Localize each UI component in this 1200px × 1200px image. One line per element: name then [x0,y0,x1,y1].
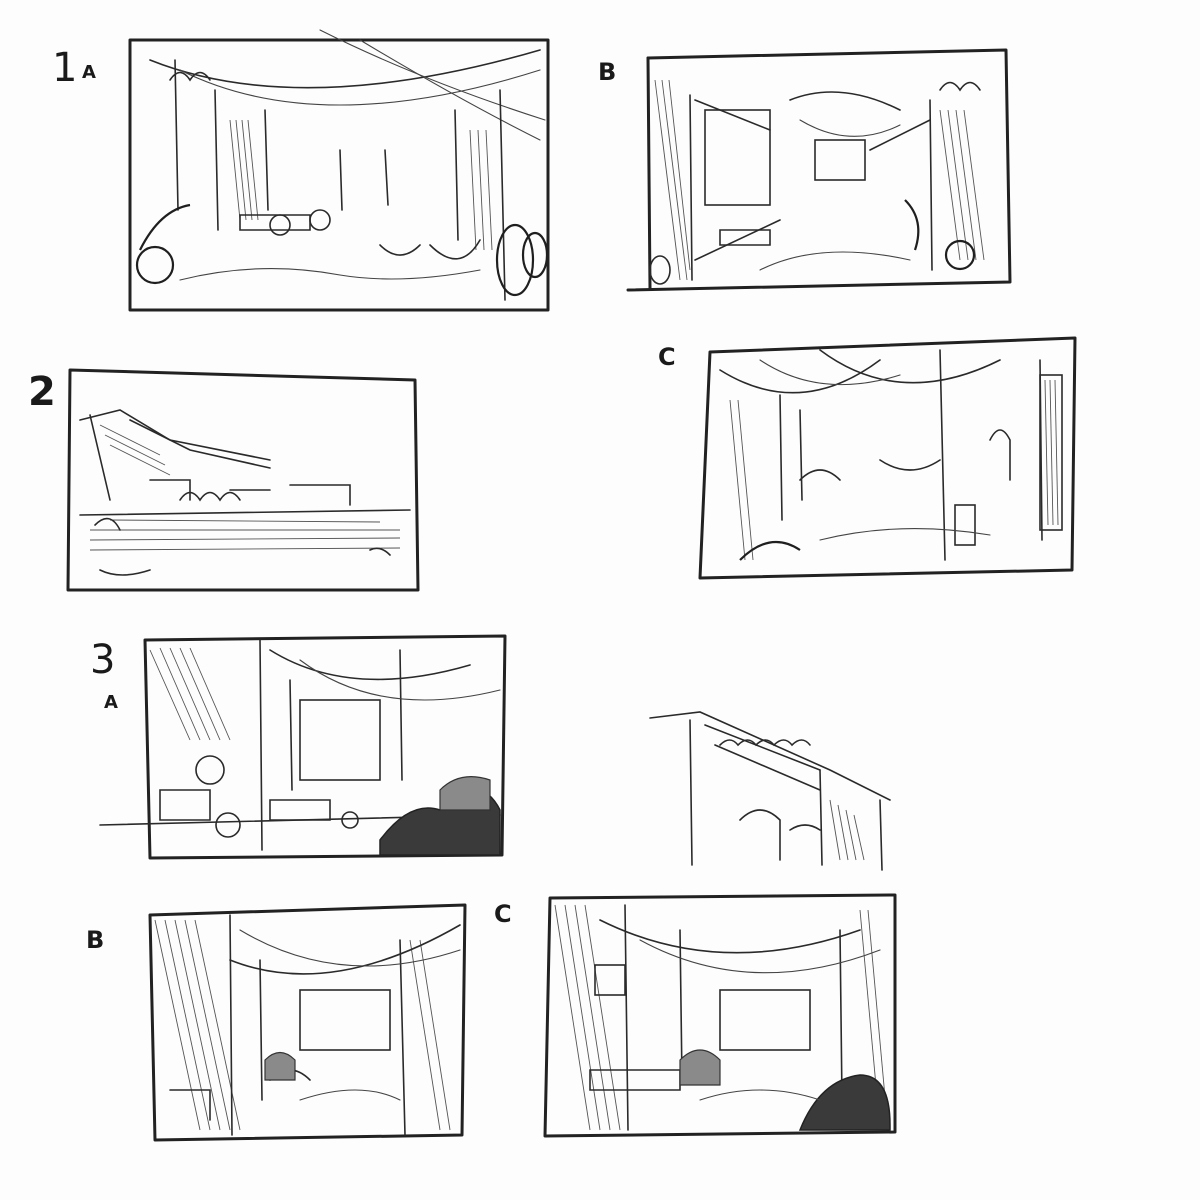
sketch-3-balcony [649,711,891,871]
sketch-2 [66,368,420,592]
sketch-1b [626,48,1012,292]
sketch-1a [128,29,550,312]
label-1: 1 [52,45,78,91]
label-1c: C [658,343,676,371]
label-3: 3 [90,637,116,683]
sketch-3b [148,903,467,1142]
label-3a: A [104,692,118,713]
label-3b: B [86,926,105,954]
label-3c: C [494,900,512,928]
sketch-1c [698,336,1077,580]
sketch-3c [543,893,897,1138]
label-1b: B [598,58,617,86]
label-1a: A [82,62,96,83]
sketch-3a [99,634,507,860]
label-2: 2 [28,369,56,415]
